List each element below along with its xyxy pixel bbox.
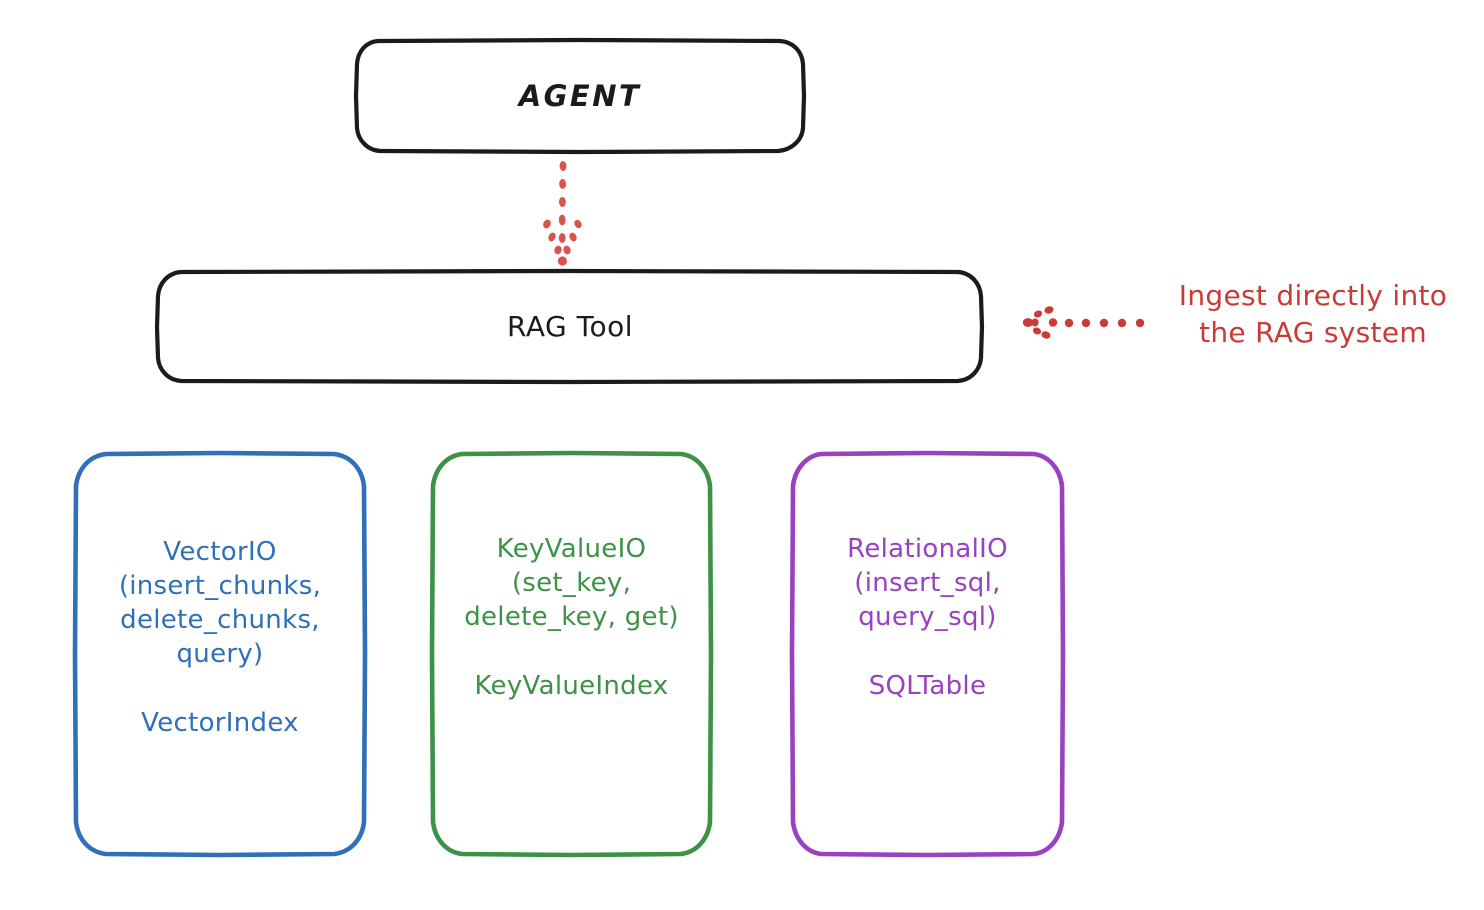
node-agent-frame	[353, 37, 807, 155]
node-key-value-io-frame	[429, 450, 714, 858]
node-vector-io-frame	[72, 450, 368, 858]
annotation-ingest-line-1: Ingest directly into	[1178, 279, 1448, 312]
ingest-arrow-icon	[1022, 306, 1145, 339]
annotation-ingest: Ingest directly into the RAG system	[1148, 278, 1478, 352]
node-key-value-io[interactable]: KeyValueIO (set_key, delete_key, get) Ke…	[429, 450, 714, 858]
node-vector-io[interactable]: VectorIO (insert_chunks, delete_chunks, …	[72, 450, 368, 858]
annotation-ingest-line-2: the RAG system	[1199, 315, 1427, 349]
node-rag-tool-frame	[154, 268, 985, 385]
node-relational-io-frame	[789, 450, 1066, 858]
node-agent[interactable]: AGENT	[353, 37, 807, 155]
node-relational-io[interactable]: RelationalIO (insert_sql, query_sql) SQL…	[789, 450, 1066, 858]
node-rag-tool[interactable]: RAG Tool	[154, 268, 985, 385]
connector-agent-to-rag-tool	[543, 161, 582, 266]
